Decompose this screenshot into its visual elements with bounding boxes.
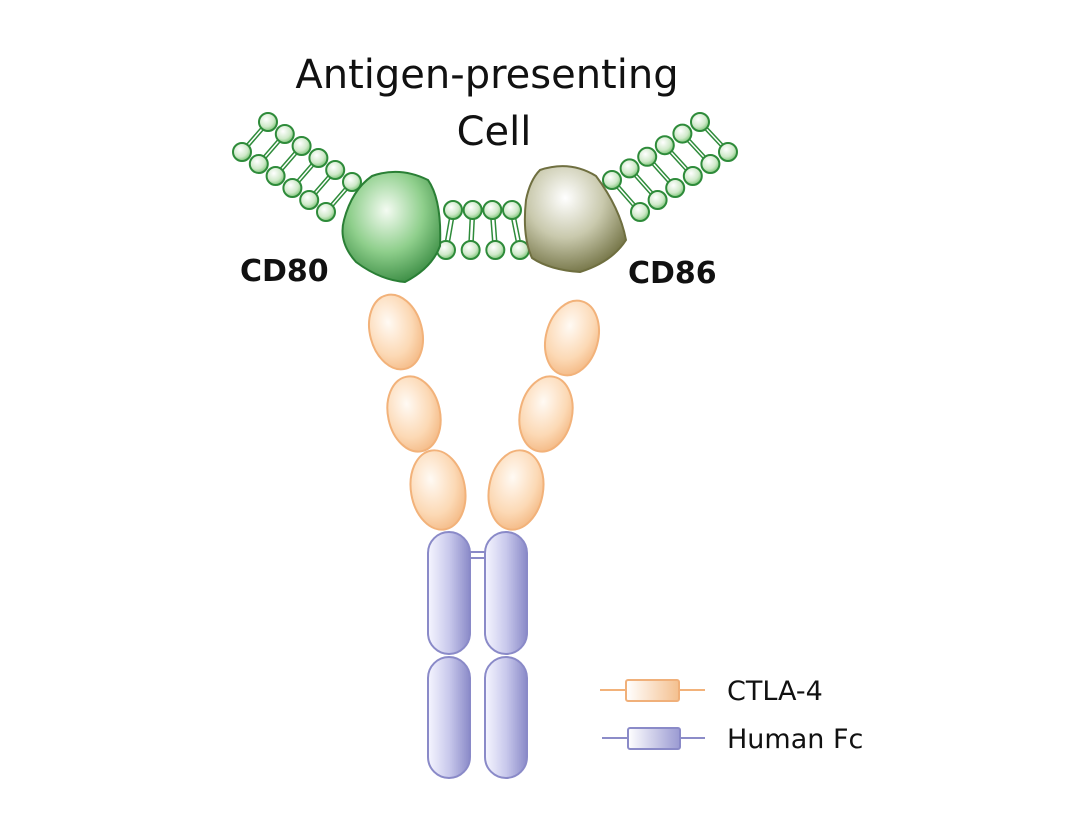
lipid-head xyxy=(299,190,320,210)
lipid-head xyxy=(282,178,303,198)
ctla4-chain-left xyxy=(368,293,467,531)
ctla4-domain xyxy=(487,449,545,531)
human-fc-swatch xyxy=(627,727,681,750)
lipid-head xyxy=(291,136,312,156)
lipid-head xyxy=(248,154,269,174)
ctla4-domain xyxy=(368,293,424,371)
fc-domain xyxy=(484,531,528,655)
lipid-head xyxy=(665,178,686,198)
lipid-head xyxy=(482,200,503,220)
title-line-2: Cell xyxy=(457,109,532,155)
lipid-head xyxy=(443,200,463,220)
lipid-head xyxy=(462,200,483,220)
lipid-head xyxy=(630,202,650,222)
fc-domain xyxy=(427,656,471,779)
fc-domain xyxy=(484,656,528,779)
lipid-head xyxy=(325,160,346,180)
lipid-head xyxy=(602,170,622,190)
fc-chains xyxy=(427,531,528,779)
ctla4-domain xyxy=(386,375,442,453)
lipid-head xyxy=(682,166,703,186)
cell-membrane-bilayer xyxy=(232,112,738,260)
title-line-1: Antigen-presenting xyxy=(295,52,678,98)
lipid-head xyxy=(672,123,693,144)
lipid-head xyxy=(654,135,675,156)
ctla4-domain xyxy=(409,449,467,531)
lipid-head xyxy=(460,240,481,260)
disulfide-bond xyxy=(470,551,485,559)
legend-item-ctla4: CTLA-4 xyxy=(600,676,823,707)
lipid-head xyxy=(342,172,362,192)
lipid-head xyxy=(619,158,640,179)
ctla4-domain xyxy=(544,299,600,377)
legend-item-human-fc: Human Fc xyxy=(602,724,863,755)
ctla4-chain-right xyxy=(487,299,600,531)
cd80-protein xyxy=(341,170,442,284)
lipid-head xyxy=(700,154,721,174)
lipid-head xyxy=(274,124,295,144)
legend: CTLA-4 Human Fc xyxy=(600,676,863,755)
ctla4-fc-fusion-protein xyxy=(368,293,600,779)
legend-label-human-fc: Human Fc xyxy=(727,724,863,755)
ctla4-swatch xyxy=(625,679,680,702)
lipid-head xyxy=(637,146,658,167)
cd86-protein xyxy=(523,165,628,274)
lipid-head xyxy=(718,142,738,162)
cd86-label: CD86 xyxy=(628,256,717,291)
lipid-head xyxy=(502,200,522,220)
cd80-label: CD80 xyxy=(240,254,329,289)
ctla4-domain xyxy=(518,375,574,453)
lipid-head xyxy=(485,240,506,260)
lipid-head xyxy=(258,112,278,132)
legend-label-ctla4: CTLA-4 xyxy=(727,676,823,707)
lipid-head xyxy=(265,166,286,186)
lipid-head xyxy=(690,112,710,132)
lipid-head xyxy=(308,148,329,168)
lipid-head xyxy=(316,202,336,222)
fc-domain xyxy=(427,531,471,655)
lipid-head xyxy=(647,190,668,210)
lipid-head xyxy=(232,142,252,162)
